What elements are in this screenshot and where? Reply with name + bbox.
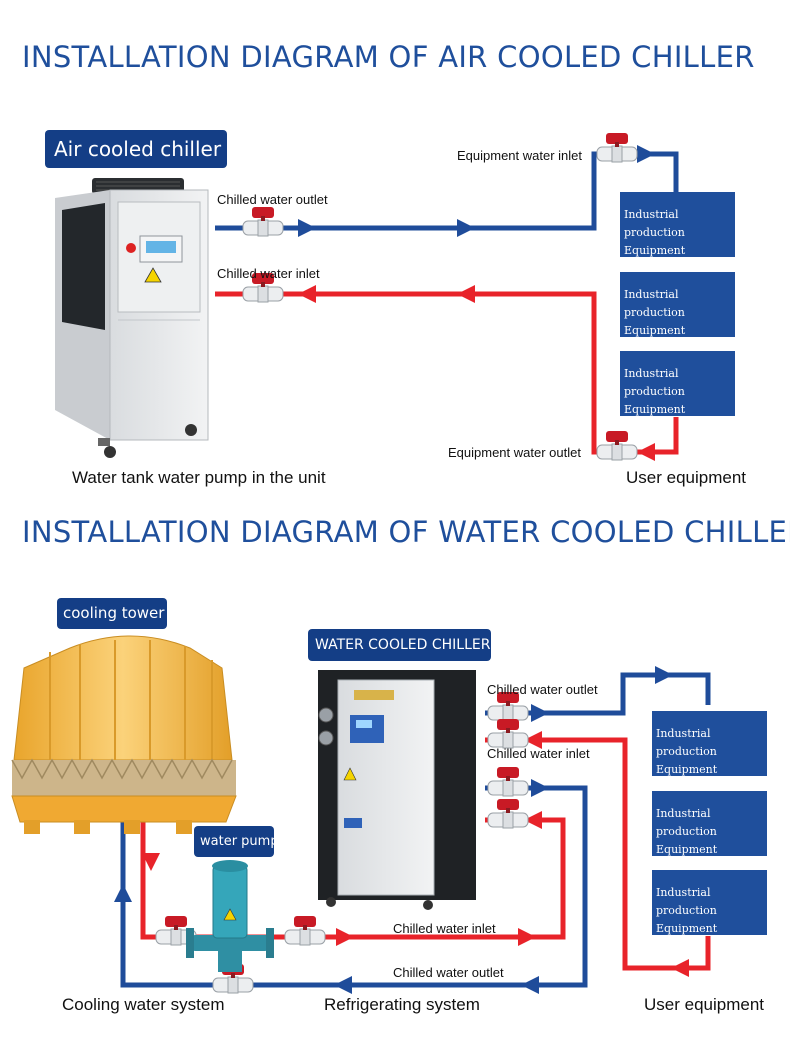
- air-cooled-heading: INSTALLATION DIAGRAM OF AIR COOLED CHILL…: [22, 40, 755, 74]
- water-pump-unit: [186, 860, 274, 972]
- air-equipment-box-1: Industrial production Equipment: [620, 192, 735, 257]
- equipment-line-1: Industrial production: [656, 807, 717, 838]
- air-equipment-water-outlet-label: Equipment water outlet: [448, 445, 581, 460]
- water-chilled-water-inlet-label: Chilled water inlet: [487, 746, 590, 761]
- water-cooled-chiller-badge: WATER COOLED CHILLER: [308, 629, 491, 661]
- air-chilled-water-inlet-label: Chilled water inlet: [217, 266, 320, 281]
- water-cooled-heading: INSTALLATION DIAGRAM OF WATER COOLED CHI…: [22, 515, 790, 549]
- water-blue-cooling-outlet-pipe: [120, 785, 588, 988]
- air-equipment-box-3: Industrial production Equipment: [620, 351, 735, 416]
- equipment-line-2: Equipment: [656, 763, 718, 776]
- water-blue-chilled-outlet-pipe: [485, 672, 711, 716]
- equipment-line-2: Equipment: [624, 403, 686, 416]
- equipment-line-1: Industrial production: [656, 886, 717, 917]
- air-red-return-pipe: [215, 291, 679, 455]
- air-blue-supply-pipe: [215, 151, 679, 231]
- equipment-line-1: Industrial production: [624, 367, 685, 398]
- water-chilled-water-outlet-label: Chilled water outlet: [487, 682, 598, 697]
- water-equipment-box-3: Industrial production Equipment: [652, 870, 767, 935]
- air-caption-water-tank-pump: Water tank water pump in the unit: [72, 468, 326, 487]
- water-equipment-box-2: Industrial production Equipment: [652, 791, 767, 856]
- air-cooled-chiller-badge: Air cooled chiller: [45, 130, 227, 168]
- air-red-arrows: [298, 285, 655, 461]
- equipment-line-2: Equipment: [656, 843, 718, 856]
- equipment-line-2: Equipment: [624, 244, 686, 257]
- air-equipment-water-inlet-label: Equipment water inlet: [457, 148, 583, 163]
- cooling-tower-unit: [11, 635, 237, 834]
- water-equipment-box-1: Industrial production Equipment: [652, 711, 767, 776]
- equipment-line-2: Equipment: [656, 922, 718, 935]
- water-pump-badge: water pump: [194, 826, 279, 857]
- cooling-water-inlet-label: Chilled water inlet: [393, 921, 496, 936]
- equipment-line-1: Industrial production: [624, 288, 685, 319]
- air-chilled-water-outlet-label: Chilled water outlet: [217, 192, 328, 207]
- water-cooled-chiller-unit: [318, 670, 476, 910]
- equipment-line-2: Equipment: [624, 324, 686, 337]
- cooling-water-outlet-label: Chilled water outlet: [393, 965, 504, 980]
- caption-cooling-water-system: Cooling water system: [62, 995, 225, 1014]
- air-caption-user-equipment: User equipment: [626, 468, 747, 487]
- equipment-line-1: Industrial production: [624, 208, 685, 239]
- air-cooled-chiller-unit: [55, 178, 209, 458]
- caption-user-equipment: User equipment: [644, 995, 765, 1014]
- water-red-chilled-inlet-pipe: [485, 737, 711, 971]
- cooling-tower-badge: cooling tower: [57, 598, 167, 629]
- air-equipment-box-2: Industrial production Equipment: [620, 272, 735, 337]
- equipment-line-1: Industrial production: [656, 727, 717, 758]
- caption-refrigerating-system: Refrigerating system: [324, 995, 480, 1014]
